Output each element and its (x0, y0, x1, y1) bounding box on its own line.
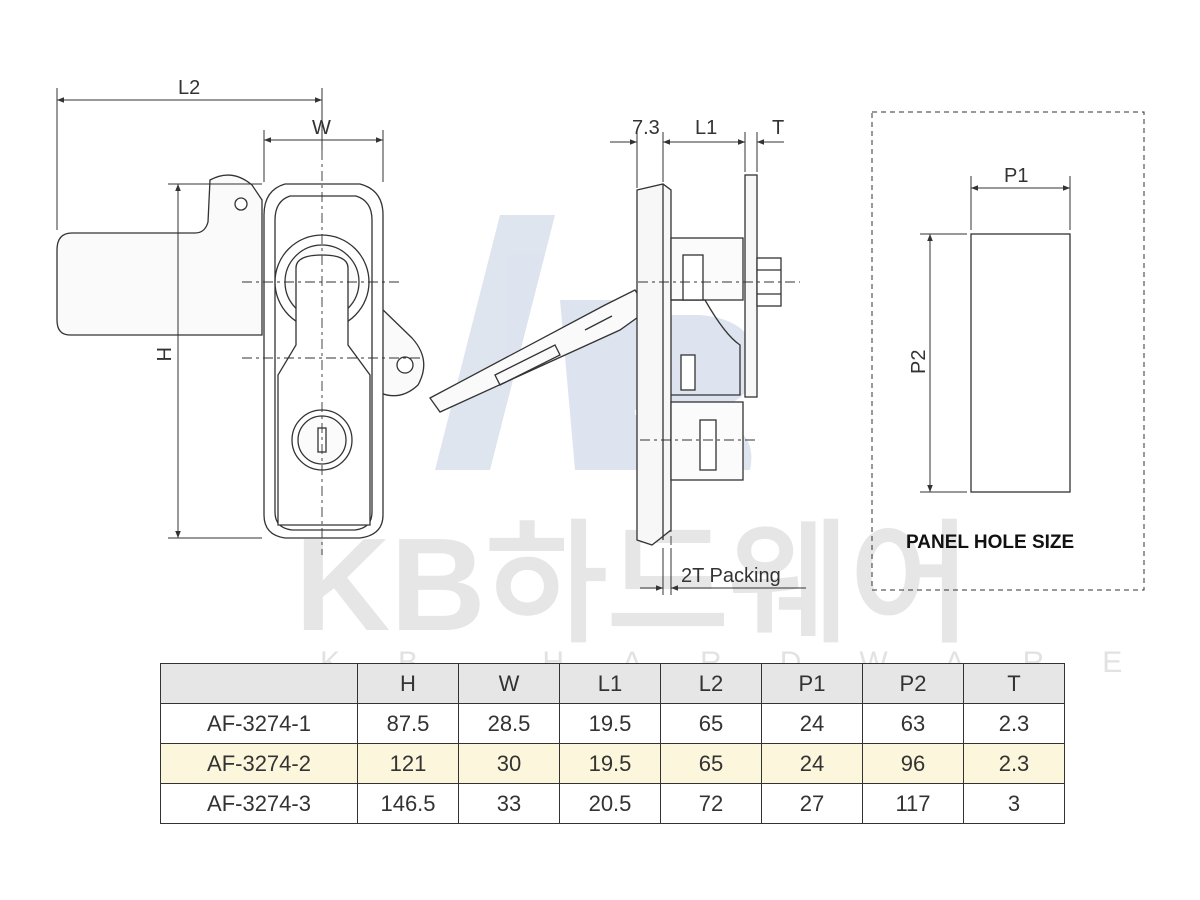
table-cell: 19.5 (559, 743, 661, 784)
table-cell: 24 (761, 703, 863, 744)
table-header-p1: P1 (761, 663, 863, 704)
table-cell: 24 (761, 743, 863, 784)
table-cell-model: AF-3274-3 (160, 783, 358, 824)
table-header-l2: L2 (660, 663, 762, 704)
table-cell: 65 (660, 703, 762, 744)
table-cell: 33 (458, 783, 560, 824)
panel-hole-title: PANEL HOLE SIZE (906, 532, 1074, 553)
front-centerlines (242, 150, 420, 555)
table-cell: 2.3 (963, 703, 1065, 744)
dim-label-gap: 7.3 (632, 117, 660, 139)
table-header-h: H (357, 663, 459, 704)
table-cell: 65 (660, 743, 762, 784)
dim-label-packing: 2T Packing (681, 565, 781, 587)
side-centerlines (638, 200, 800, 545)
table-row: AF-3274-3 146.5 33 20.5 72 27 117 3 (160, 783, 1065, 824)
spec-table: H W L1 L2 P1 P2 T AF-3274-1 87.5 28.5 19… (160, 663, 1065, 824)
table-row-highlighted: AF-3274-2 121 30 19.5 65 24 96 2.3 (160, 743, 1065, 784)
dim-label-p2: P2 (908, 350, 930, 374)
dim-label-l2: L2 (178, 77, 200, 99)
table-header-model (160, 663, 358, 704)
front-view (56, 174, 425, 539)
table-row: AF-3274-1 87.5 28.5 19.5 65 24 63 2.3 (160, 703, 1065, 744)
table-cell: 96 (862, 743, 964, 784)
table-header-w: W (458, 663, 560, 704)
side-dimensions (610, 132, 806, 595)
table-header-t: T (963, 663, 1065, 704)
table-cell: 146.5 (357, 783, 459, 824)
table-cell: 19.5 (559, 703, 661, 744)
table-header-row: H W L1 L2 P1 P2 T (160, 663, 1065, 704)
table-cell: 117 (862, 783, 964, 824)
dim-label-w: W (312, 117, 331, 139)
table-cell: 121 (357, 743, 459, 784)
table-cell: 30 (458, 743, 560, 784)
table-cell: 87.5 (357, 703, 459, 744)
table-cell: 63 (862, 703, 964, 744)
table-cell: 27 (761, 783, 863, 824)
front-dimensions (56, 88, 384, 539)
table-cell: 2.3 (963, 743, 1065, 784)
table-header-l1: L1 (559, 663, 661, 704)
table-cell: 28.5 (458, 703, 560, 744)
dim-label-p1: P1 (1004, 165, 1028, 187)
dim-label-h: H (152, 347, 174, 361)
table-cell-model: AF-3274-2 (160, 743, 358, 784)
watermark-brand-text: KB하드웨어 (295, 511, 971, 658)
dim-label-t: T (772, 117, 784, 139)
table-cell-model: AF-3274-1 (160, 703, 358, 744)
table-cell: 20.5 (559, 783, 661, 824)
side-view (429, 174, 782, 546)
table-header-p2: P2 (862, 663, 964, 704)
dim-label-l1: L1 (695, 117, 717, 139)
panel-hole-view (871, 111, 1145, 591)
table-cell: 72 (660, 783, 762, 824)
table-cell: 3 (963, 783, 1065, 824)
